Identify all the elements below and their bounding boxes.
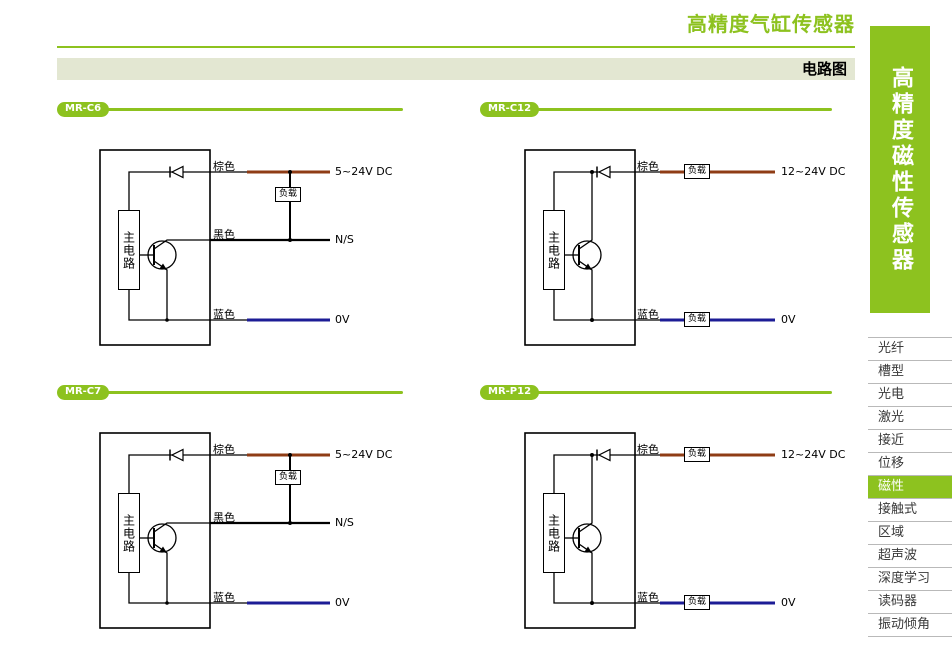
blue-wire-label: 蓝色 xyxy=(637,308,659,321)
power-label: 12~24V DC xyxy=(781,448,846,461)
sidebar-item-magnetic: 磁性 xyxy=(868,476,952,499)
sensor-case-rect xyxy=(524,432,636,629)
external-wires xyxy=(165,453,330,605)
power-label: 12~24V DC xyxy=(781,165,846,178)
title-underline xyxy=(57,46,855,48)
brown-wire-label: 棕色 xyxy=(637,160,659,173)
sidebar-item-deep-learning: 深度学习 xyxy=(868,568,952,591)
brown-wire-label: 棕色 xyxy=(637,443,659,456)
main-circuit-box: 主电路 xyxy=(118,210,140,290)
sidebar-item-slot: 槽型 xyxy=(868,361,952,384)
model-pill: MR-C12 xyxy=(480,102,540,117)
sidebar-item-ultrasonic: 超声波 xyxy=(868,545,952,568)
transistor-icon xyxy=(147,523,177,553)
external-wires xyxy=(590,170,775,322)
emitter-arrow-icon xyxy=(584,263,592,270)
header-rule xyxy=(106,108,403,111)
section-bar: 电路图 xyxy=(57,58,855,80)
sidebar-item-contact: 接触式 xyxy=(868,499,952,522)
sidebar-item-photoelectric: 光电 xyxy=(868,384,952,407)
circuit-drawing: 主电路 棕色 负载 5~24V DC 黑色 N/S 蓝色 0V xyxy=(57,413,457,648)
diagram-header: MR-C12 xyxy=(480,102,832,117)
power-label: 5~24V DC xyxy=(335,448,393,461)
power-label: 5~24V DC xyxy=(335,165,393,178)
black-wire-label: 黑色 xyxy=(213,228,235,241)
circuit-drawing: 主电路 棕色 负载 12~24V DC 蓝色 负载 0V xyxy=(480,413,880,648)
ground-label: 0V xyxy=(781,596,796,609)
main-circuit-box: 主电路 xyxy=(118,493,140,573)
circuit-drawing: 主电路 棕色 负载 5~24V DC 黑色 N/S 蓝色 0V xyxy=(57,130,457,365)
diagram-cell-mr-c12: MR-C12 xyxy=(480,102,880,370)
load-box-top: 负载 xyxy=(684,447,711,462)
internal-wiring xyxy=(524,432,636,629)
sidebar-item-laser: 激光 xyxy=(868,407,952,430)
category-vertical-banner: 高精度磁性传感器 xyxy=(870,26,930,313)
blue-wire-label: 蓝色 xyxy=(213,308,235,321)
category-index-list: 光纤 槽型 光电 激光 接近 位移 磁性 接触式 区域 超声波 深度学习 读码器… xyxy=(868,337,952,637)
sidebar-item-proximity: 接近 xyxy=(868,430,952,453)
blue-wire-label: 蓝色 xyxy=(213,591,235,604)
sidebar-item-code-reader: 读码器 xyxy=(868,591,952,614)
external-wires xyxy=(590,453,775,605)
load-box-top: 负载 xyxy=(684,164,711,179)
circuit-diagram-svg xyxy=(524,432,775,629)
external-wires xyxy=(165,170,330,322)
model-pill: MR-P12 xyxy=(480,385,540,400)
black-wire-label: 黑色 xyxy=(213,511,235,524)
output-label: N/S xyxy=(335,516,354,529)
ground-label: 0V xyxy=(335,313,350,326)
header-rule xyxy=(536,108,832,111)
internal-wiring xyxy=(99,432,211,629)
section-title: 电路图 xyxy=(801,60,847,78)
emitter-arrow-icon xyxy=(159,546,167,553)
sidebar-item-area: 区域 xyxy=(868,522,952,545)
page-title: 高精度气缸传感器 xyxy=(687,12,855,36)
load-box-bottom: 负载 xyxy=(684,595,711,610)
diode-icon xyxy=(169,165,184,179)
transistor-icon xyxy=(572,523,602,553)
sidebar-item-vibration-tilt: 振动倾角 xyxy=(868,614,952,637)
main-circuit-box: 主电路 xyxy=(543,493,565,573)
sensor-case-rect xyxy=(99,149,211,346)
circuit-diagram-svg xyxy=(99,432,330,629)
circuit-diagram-svg xyxy=(524,149,775,346)
model-pill: MR-C6 xyxy=(57,102,110,117)
ground-label: 0V xyxy=(335,596,350,609)
diagram-header: MR-C6 xyxy=(57,102,403,117)
load-box: 负载 xyxy=(275,470,302,485)
diagram-header: MR-P12 xyxy=(480,385,832,400)
diode-icon xyxy=(596,165,611,179)
internal-wiring xyxy=(99,149,211,346)
load-box: 负载 xyxy=(275,187,302,202)
transistor-icon xyxy=(147,240,177,270)
diode-icon xyxy=(169,448,184,462)
circuit-drawing: 主电路 棕色 负载 12~24V DC 蓝色 负载 0V xyxy=(480,130,880,365)
ground-label: 0V xyxy=(781,313,796,326)
brown-wire-label: 棕色 xyxy=(213,160,235,173)
diagram-cell-mr-c7: MR-C7 xyxy=(57,385,457,653)
brown-wire-label: 棕色 xyxy=(213,443,235,456)
transistor-icon xyxy=(572,240,602,270)
header-rule xyxy=(536,391,832,394)
model-pill: MR-C7 xyxy=(57,385,110,400)
internal-wiring xyxy=(524,149,636,346)
output-label: N/S xyxy=(335,233,354,246)
main-circuit-box: 主电路 xyxy=(543,210,565,290)
circuit-diagram-svg xyxy=(99,149,330,346)
load-box-bottom: 负载 xyxy=(684,312,711,327)
sidebar-item-displacement: 位移 xyxy=(868,453,952,476)
sensor-case-rect xyxy=(99,432,211,629)
diode-icon xyxy=(596,448,611,462)
emitter-arrow-icon xyxy=(159,263,167,270)
header-rule xyxy=(106,391,403,394)
sidebar-item-fiber: 光纤 xyxy=(868,338,952,361)
sensor-case-rect xyxy=(524,149,636,346)
diagram-header: MR-C7 xyxy=(57,385,403,400)
emitter-arrow-icon xyxy=(584,546,592,553)
blue-wire-label: 蓝色 xyxy=(637,591,659,604)
diagram-cell-mr-p12: MR-P12 xyxy=(480,385,880,653)
diagram-cell-mr-c6: MR-C6 xyxy=(57,102,457,370)
